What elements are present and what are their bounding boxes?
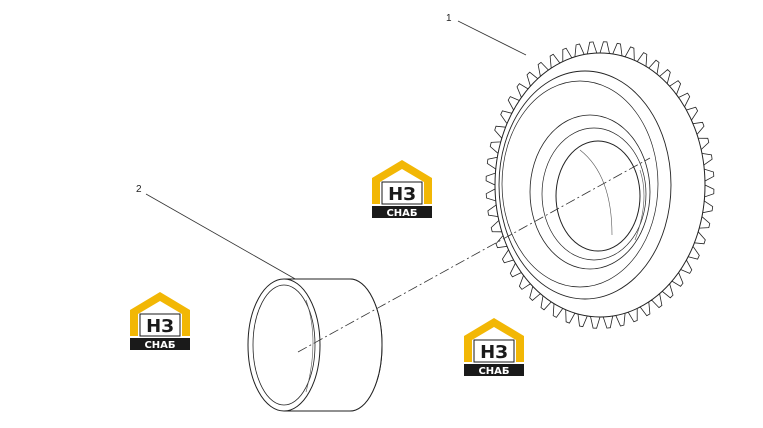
callout-1: 1 (446, 13, 527, 56)
leader-line-2 (145, 193, 298, 281)
gear-bore-inner-edge (634, 169, 645, 241)
logo-caption-bar (372, 206, 432, 218)
leader-line-1 (457, 20, 527, 56)
logo-house-shape (130, 292, 190, 336)
callout-number-1: 1 (446, 13, 452, 24)
watermark-logo-1: НЗ СНАБ (372, 160, 432, 219)
gear-part (485, 41, 715, 329)
bushing-inner-bore (252, 284, 316, 406)
watermark-logo-2: НЗ СНАБ (130, 292, 190, 351)
logo-house-shape (464, 318, 524, 362)
logo-caption-bar (464, 364, 524, 376)
watermark-logo-3: НЗ СНАБ (464, 318, 524, 377)
logo-letters: НЗ (480, 342, 508, 363)
logo-letter-box (381, 181, 423, 205)
logo-caption-bar (130, 338, 190, 350)
logo-letter-box (473, 339, 515, 363)
gear-bore (555, 140, 641, 252)
callout-number-2: 2 (136, 184, 142, 195)
logo-caption: СНАБ (386, 208, 417, 219)
logo-caption: СНАБ (144, 340, 175, 351)
bushing-inner-shadow (305, 299, 314, 393)
logo-letter-box (139, 313, 181, 337)
logo-letters: НЗ (146, 316, 174, 337)
logo-letters: НЗ (388, 184, 416, 205)
center-axis-line (297, 157, 651, 353)
logo-house-shape (372, 160, 432, 204)
logo-caption: СНАБ (478, 366, 509, 377)
bushing-part (247, 278, 383, 412)
callout-2: 2 (136, 184, 298, 281)
